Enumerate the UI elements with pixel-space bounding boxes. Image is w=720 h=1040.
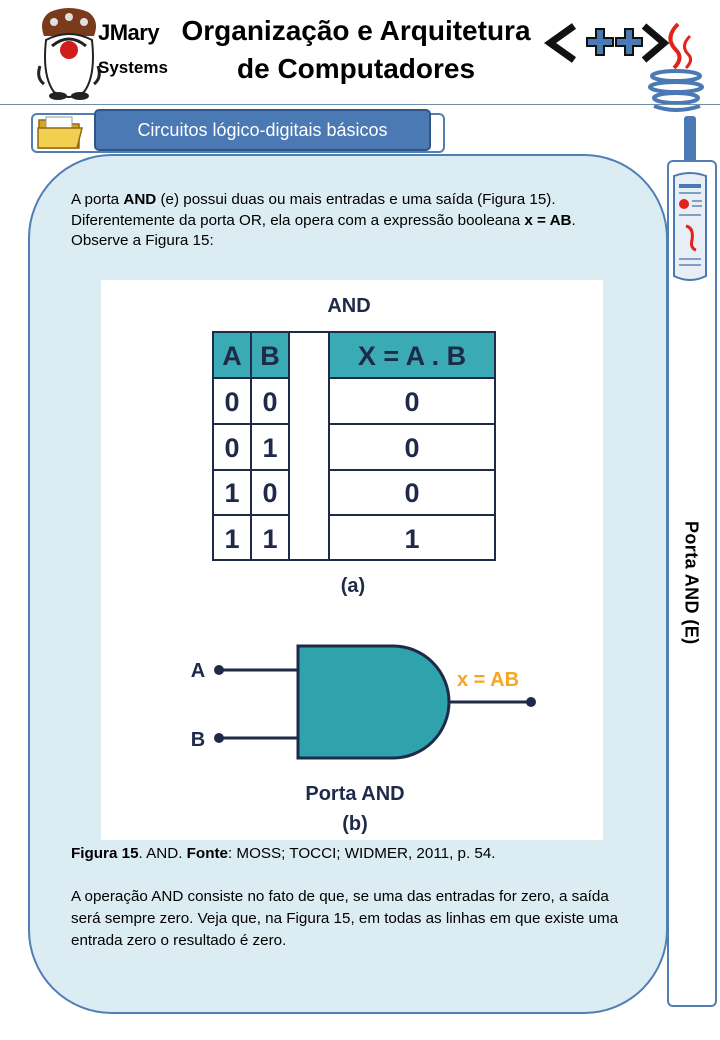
table-cell: 1 (404, 524, 419, 554)
table-cell: 0 (404, 433, 419, 463)
table-cell: 0 (404, 478, 419, 508)
subfigure-label-b: (b) (342, 813, 368, 835)
table-cell: 1 (224, 478, 239, 508)
java-cup-icon (648, 22, 704, 112)
explanation-paragraph: A operação AND consiste no fato de que, … (71, 888, 619, 949)
intro-text: A porta AND (e) possui duas ou mais entr… (71, 190, 611, 252)
mascot-logo-icon (37, 8, 101, 100)
table-cell: 1 (262, 524, 277, 554)
table-cell: 1 (224, 524, 239, 554)
header-divider (0, 104, 720, 105)
section-title: Circuitos lógico-digitais básicos (94, 109, 431, 151)
and-gate-symbol (214, 644, 536, 760)
side-tab-label: Porta AND (E) (681, 521, 702, 645)
figure-caption: Figura 15. AND. Fonte: MOSS; TOCCI; WIDM… (71, 845, 496, 862)
table-cell: 0 (262, 387, 277, 417)
subfigure-label-a: (a) (341, 575, 365, 597)
table-title: AND (327, 295, 370, 317)
brand-subtitle: Systems (98, 58, 168, 77)
gate-title: Porta AND (305, 783, 404, 805)
table-header-x: X = A . B (358, 341, 466, 371)
table-cell: 0 (404, 387, 419, 417)
table-cell: 0 (224, 387, 239, 417)
newspaper-icon (673, 172, 707, 281)
side-tab (667, 160, 717, 1007)
side-tab-pole (684, 116, 696, 164)
page-title: Organização e Arquitetura de Computadore… (181, 15, 531, 84)
gate-output-expression: x = AB (457, 669, 519, 691)
table-header-a: A (222, 341, 242, 371)
table-header-b: B (260, 341, 280, 371)
gate-input-a-label: A (191, 660, 205, 682)
intro-paragraph: A porta AND (e) possui duas ou mais entr… (71, 191, 576, 229)
cpp-logo-icon (544, 23, 670, 63)
figure-15: AND A B X = A . B 0 0 0 0 1 0 (101, 280, 603, 840)
brand-name: JMary (98, 20, 160, 45)
table-cell: 0 (224, 433, 239, 463)
intro-figure-reference: Observe a Figura 15: (71, 232, 214, 249)
gate-input-b-label: B (191, 729, 205, 751)
folder-icon (37, 116, 83, 149)
table-cell: 1 (262, 433, 277, 463)
table-cell: 0 (262, 478, 277, 508)
